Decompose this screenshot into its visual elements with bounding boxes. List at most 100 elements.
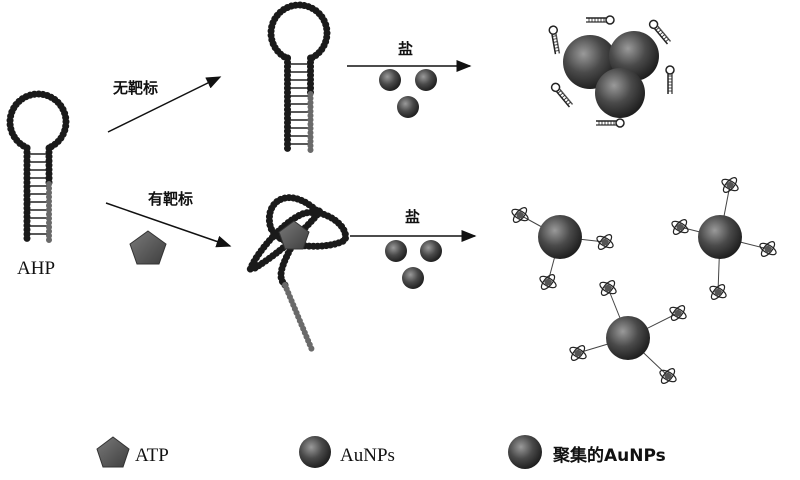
base-pair	[552, 38, 557, 40]
loop	[570, 345, 586, 361]
free-hairpins	[548, 15, 675, 128]
hairpin-group	[6, 1, 349, 353]
aptamer-atp-complex-icon	[671, 219, 689, 235]
base-pair	[554, 47, 559, 49]
base-pair	[657, 29, 662, 33]
aptamer-atp-complex-icon	[569, 345, 587, 361]
label-salt-bottom: 盐	[405, 208, 420, 226]
aptamer-atp-complex-icon	[511, 207, 529, 223]
loop	[512, 207, 528, 223]
aunp-sphere-icon	[402, 267, 424, 289]
pentagon-icon	[96, 436, 130, 468]
stem	[551, 34, 557, 55]
sphere-icon	[299, 436, 331, 468]
small-hairpin-icon	[548, 25, 561, 55]
aunp-sphere-icon	[606, 316, 650, 360]
base-pair	[563, 97, 568, 101]
loop	[710, 284, 726, 300]
loop	[540, 274, 556, 290]
aunp-sphere-icon	[538, 215, 582, 259]
hairpin	[267, 1, 331, 154]
loop	[648, 19, 659, 30]
loop	[550, 82, 561, 93]
base-pair	[553, 44, 558, 46]
base-pair	[559, 92, 564, 96]
loop	[597, 234, 613, 250]
aunp-sphere-icon	[420, 240, 442, 262]
atp-pentagon-icon	[674, 309, 682, 317]
legend-atp-label: ATP	[135, 445, 169, 466]
base-pair	[553, 41, 558, 43]
loop	[605, 15, 615, 25]
loop	[660, 368, 676, 384]
base-pair	[565, 99, 569, 103]
legend: ATP AuNPs 聚集的AuNPs	[96, 435, 666, 469]
loop	[615, 118, 625, 128]
base-pair	[554, 50, 559, 52]
aptamer-atp-complex-icon	[659, 368, 677, 384]
loop	[548, 25, 559, 35]
loop	[672, 219, 688, 235]
sphere-icon	[508, 435, 542, 469]
strand-beads	[6, 90, 70, 152]
free-aunps-bottom	[385, 240, 442, 289]
stabilized-aunp	[511, 207, 614, 290]
atp-pentagon-icon	[604, 284, 612, 292]
aptamer-atp-complex-icon	[721, 177, 739, 193]
atp-pentagon-icon	[574, 349, 582, 357]
aggregated-aunps	[563, 31, 659, 118]
aptamer-atp-complex-icon	[669, 305, 687, 321]
label-with-target: 有靶标	[148, 190, 193, 208]
atp-pentagon-icon	[726, 181, 734, 189]
aptamer-atp-complex-icon	[709, 284, 727, 300]
stabilized-aunp	[569, 280, 687, 384]
base-pair	[659, 31, 664, 36]
strand-beads	[267, 1, 331, 64]
folded-aptamer	[246, 194, 349, 353]
hairpin	[6, 90, 70, 244]
loop	[722, 177, 738, 193]
loop	[760, 241, 776, 257]
legend-aunps-label: AuNPs	[340, 445, 395, 466]
atp-pentagon-icon	[664, 372, 672, 380]
small-hairpin-icon	[596, 118, 625, 128]
aptamer-atp-complex-icon	[539, 274, 557, 290]
small-hairpin-icon	[550, 82, 574, 108]
base-pair	[567, 101, 571, 106]
aunp-sphere-icon	[397, 96, 419, 118]
base-pair	[552, 35, 557, 37]
base-pair	[557, 90, 562, 94]
atp-pentagon-icon	[544, 278, 552, 286]
atp-pentagon-icon	[764, 245, 772, 253]
small-hairpin-icon	[648, 19, 672, 45]
aptamer-atp-complex-icon	[599, 280, 617, 296]
loop	[665, 65, 675, 75]
base-pair	[665, 38, 669, 43]
label-ahp: AHP	[17, 258, 55, 279]
loop	[600, 280, 616, 296]
small-hairpin-icon	[665, 65, 675, 94]
legend-aggregated-label: 聚集的AuNPs	[552, 445, 666, 466]
loop	[670, 305, 686, 321]
aptamer-atp-complex-icon	[759, 241, 777, 257]
atp-pentagon-icon	[129, 230, 167, 265]
aunp-sphere-icon	[415, 69, 437, 91]
label-no-target: 无靶标	[112, 79, 158, 97]
strand-beads	[282, 282, 315, 353]
atp-pentagon-icon	[516, 211, 524, 219]
arrow-no-target	[107, 76, 222, 133]
stabilized-aunp	[671, 177, 777, 300]
aunp-sphere-icon	[595, 68, 645, 118]
label-salt-top: 盐	[398, 40, 413, 58]
arrow-with-target	[105, 202, 232, 248]
aptamer-atp-complex-icon	[596, 234, 614, 250]
atp-pentagon-icon	[714, 288, 722, 296]
base-pair	[661, 34, 666, 38]
base-pair	[655, 27, 660, 31]
base-pair	[561, 94, 566, 99]
free-aunps-top	[379, 69, 437, 118]
aunp-sphere-icon	[379, 69, 401, 91]
atp-pentagon-icon	[278, 220, 310, 250]
